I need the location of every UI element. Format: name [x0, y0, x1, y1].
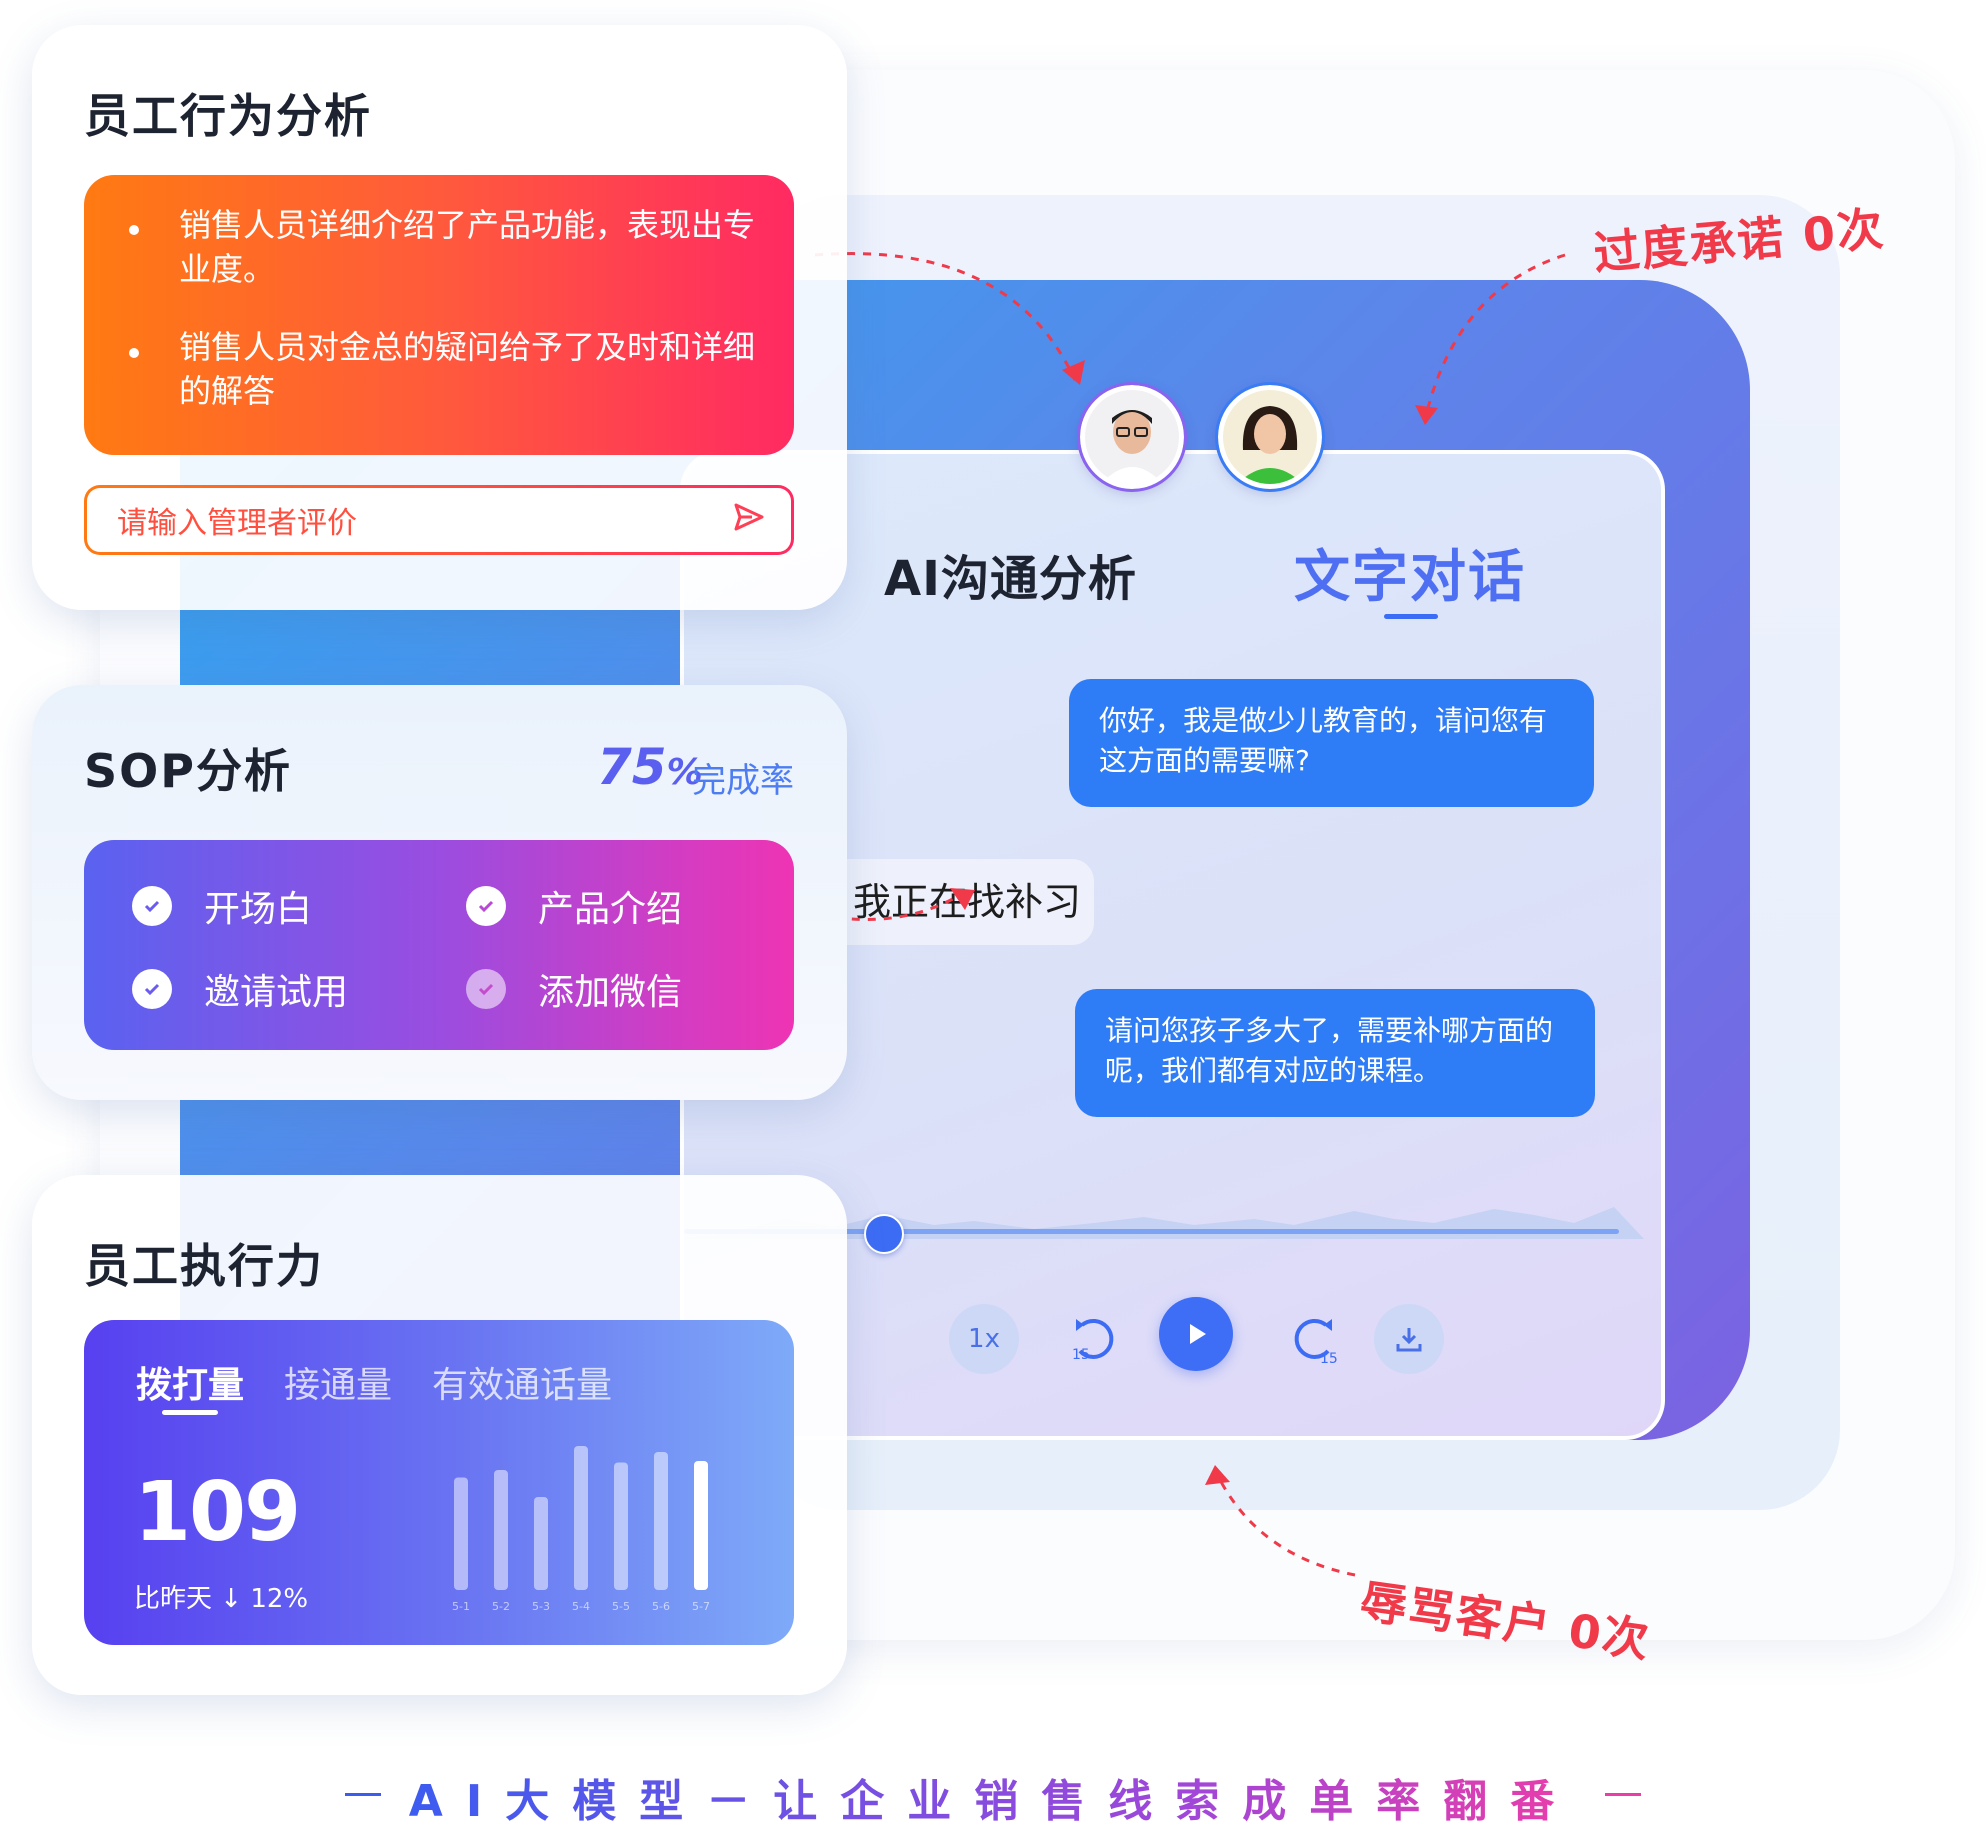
completion-rate-label: 完成率: [692, 761, 794, 801]
footer-slogan: AI大模型－让企业销售线索成单率翻番: [0, 1765, 1986, 1829]
tick-label-5-2: 5-2: [492, 1600, 510, 1613]
forward-icon: 15: [1294, 1319, 1338, 1367]
tab-effective-calls[interactable]: 有效通话量: [432, 1365, 613, 1406]
svg-text:15: 15: [1320, 1351, 1338, 1367]
bar-5-4: [574, 1446, 588, 1590]
sop-analysis-card: SOP分析 75% 完成率 开场白 产品介绍 邀请试用 添加微信: [32, 685, 847, 1100]
sop-item-opening: 开场白: [132, 880, 312, 932]
daily-calls-bar-chart: 5-1 5-2 5-3 5-4 5-5 5-6 5-7: [452, 1446, 710, 1613]
check-icon: [466, 969, 506, 1009]
sop-item-trial-invite: 邀请试用: [132, 963, 348, 1015]
calls-made-value: 109: [134, 1465, 301, 1560]
card-title: SOP分析: [84, 744, 292, 798]
tick-label-5-4: 5-4: [572, 1600, 590, 1613]
customer-avatar: [1215, 382, 1325, 492]
sop-checklist: 开场白 产品介绍 邀请试用 添加微信: [84, 840, 794, 1050]
manager-evaluation-input[interactable]: 请输入管理者评价: [84, 485, 794, 555]
bar-5-2: [494, 1470, 508, 1590]
rate-unit: %: [666, 752, 703, 793]
svg-text:15: 15: [1072, 1347, 1090, 1363]
play-icon: [1190, 1324, 1206, 1344]
bar-5-7: [694, 1461, 708, 1590]
footer-dash-left: [345, 1793, 381, 1796]
check-icon: [132, 969, 172, 1009]
active-tab-indicator: [162, 1410, 218, 1415]
send-icon[interactable]: [732, 501, 766, 533]
forward-15-button[interactable]: 15: [1281, 1304, 1351, 1374]
behavior-analysis-card: 员工行为分析 销售人员详细介绍了产品功能，表现出专业度。 销售人员对金总的疑问给…: [32, 25, 847, 610]
behavior-summary-box: 销售人员详细介绍了产品功能，表现出专业度。 销售人员对金总的疑问给予了及时和详细…: [84, 175, 794, 455]
sop-completion-rate: 75%: [597, 738, 703, 796]
compare-yesterday: 比昨天 ↓ 12%: [134, 1584, 309, 1614]
chat-message-agent: 你好，我是做少儿教育的，请问您有这方面的需要嘛?: [1069, 679, 1594, 807]
behavior-point: 销售人员详细介绍了产品功能，表现出专业度。: [179, 206, 756, 288]
bar-5-6: [654, 1452, 668, 1590]
rate-number: 75: [597, 738, 667, 796]
playback-progress-track[interactable]: [684, 1229, 1619, 1234]
rewind-15-button[interactable]: 15: [1057, 1304, 1127, 1374]
bar-5-1: [454, 1477, 468, 1590]
tab-text-dialog[interactable]: 文字对话: [1294, 545, 1526, 610]
execution-card: 员工执行力 拨打量 接通量 有效通话量 109 比昨天 ↓ 12% 5-1 5-2…: [32, 1175, 847, 1695]
sop-item-label: 开场白: [204, 889, 313, 930]
tick-label-5-5: 5-5: [612, 1600, 630, 1613]
active-tab-indicator: [1384, 614, 1438, 619]
tick-label-5-6: 5-6: [652, 1600, 670, 1613]
download-icon: [1396, 1328, 1422, 1352]
tick-label-5-1: 5-1: [452, 1600, 470, 1613]
download-button[interactable]: [1374, 1304, 1444, 1374]
playback-progress-handle[interactable]: [864, 1214, 904, 1254]
check-icon: [132, 886, 172, 926]
check-icon: [466, 886, 506, 926]
tick-label-5-3: 5-3: [532, 1600, 550, 1613]
card-title: 员工执行力: [84, 1239, 324, 1293]
evaluation-placeholder: 请输入管理者评价: [117, 506, 357, 541]
speed-label: 1x: [968, 1324, 1000, 1354]
sop-item-label: 产品介绍: [538, 889, 683, 930]
speed-button[interactable]: 1x: [949, 1304, 1019, 1374]
tab-ai-analysis[interactable]: AI沟通分析: [884, 551, 1138, 607]
bullet-icon: [129, 225, 139, 235]
sop-item-product-intro: 产品介绍: [466, 880, 682, 932]
card-title: 员工行为分析: [84, 89, 372, 143]
agent-avatar: [1077, 382, 1187, 492]
execution-stats-box: 拨打量 接通量 有效通话量 109 比昨天 ↓ 12% 5-1 5-2 5-3 5-4…: [84, 1320, 794, 1645]
behavior-point: 销售人员对金总的疑问给予了及时和详细的解答: [179, 328, 756, 410]
chat-message-agent: 请问您孩子多大了，需要补哪方面的呢，我们都有对应的课程。: [1075, 989, 1595, 1117]
sop-item-label: 添加微信: [538, 972, 683, 1013]
bar-5-3: [534, 1497, 548, 1590]
play-button[interactable]: [1159, 1297, 1233, 1371]
footer-dash-right: [1605, 1793, 1641, 1796]
bar-5-5: [614, 1462, 628, 1590]
tick-label-5-7: 5-7: [692, 1600, 710, 1613]
tab-calls-made[interactable]: 拨打量: [136, 1365, 245, 1406]
sop-item-add-wechat: 添加微信: [466, 963, 682, 1015]
sop-item-label: 邀请试用: [204, 972, 349, 1013]
rewind-icon: 15: [1072, 1319, 1114, 1363]
bullet-icon: [129, 348, 139, 358]
tab-calls-connected[interactable]: 接通量: [284, 1365, 393, 1406]
